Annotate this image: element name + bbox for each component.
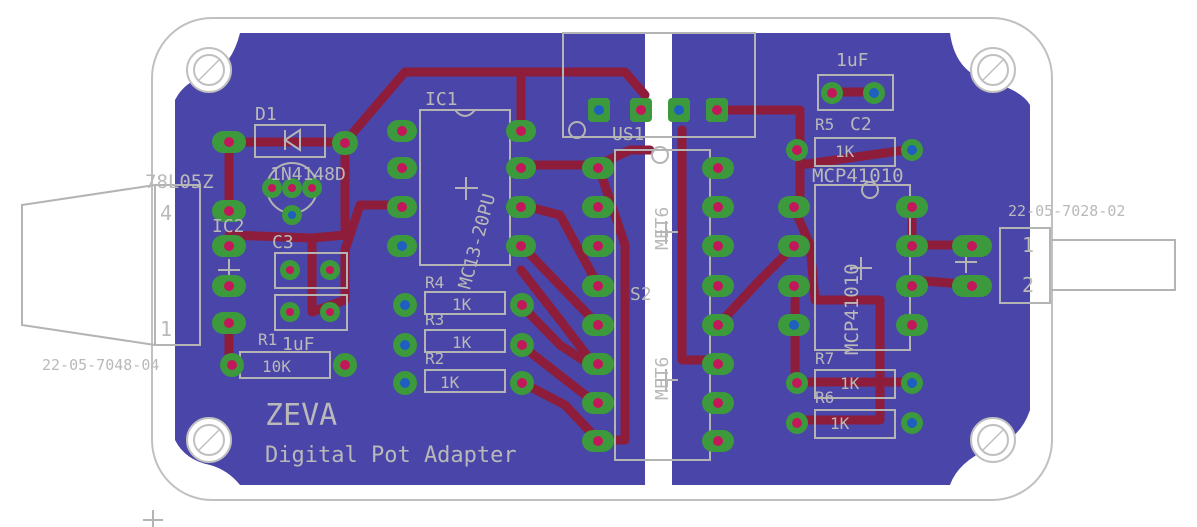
mounting-hole-top-right <box>970 47 1016 93</box>
label-r4-value: 1K <box>452 295 472 314</box>
label-r2: R2 <box>425 349 444 368</box>
label-mcp-a: MCP41010 <box>812 165 904 187</box>
label-connector-right-part: 22-05-7028-02 <box>1008 202 1125 220</box>
label-r6-value: 1K <box>830 414 850 433</box>
label-r1: R1 <box>258 330 277 349</box>
label-mcp-b: MCP41010 <box>841 263 863 355</box>
label-r7: R7 <box>815 349 834 368</box>
label-met6-b: MET6 <box>652 357 673 400</box>
label-us1: US1 <box>612 124 645 145</box>
mounting-hole-bottom-left <box>186 417 232 463</box>
label-r7-value: 1K <box>840 374 860 393</box>
mounting-hole-top-left <box>186 47 232 93</box>
label-connector-left-part: 22-05-7048-04 <box>42 356 159 374</box>
s2-pads-right <box>702 157 734 452</box>
label-met6-a: MET6 <box>652 207 673 250</box>
board-name: ZEVA <box>265 398 337 433</box>
label-r2-value: 1K <box>440 373 460 392</box>
label-r3: R3 <box>425 310 444 329</box>
label-c2-value: 1uF <box>836 50 869 71</box>
mcp-pads <box>778 196 928 336</box>
label-ic1: IC1 <box>425 89 458 110</box>
ic1-pads <box>387 120 536 257</box>
label-r5-value: 1K <box>835 142 855 161</box>
label-ic2: IC2 <box>212 216 245 237</box>
label-s2: S2 <box>630 284 652 305</box>
label-right-pin-2: 2 <box>1022 273 1034 297</box>
silkscreen <box>21 32 1176 527</box>
label-c3: C3 <box>272 232 294 253</box>
label-c-left-value: 1uF <box>282 334 315 355</box>
traces <box>224 67 980 445</box>
label-pin-1: 1 <box>160 317 172 341</box>
label-c2: C2 <box>850 114 872 135</box>
label-pin-4: 4 <box>160 201 172 225</box>
label-r4: R4 <box>425 273 444 292</box>
connector-left-pads <box>212 200 246 334</box>
label-right-pin-1: 1 <box>1022 233 1034 257</box>
label-r6: R6 <box>815 388 834 407</box>
label-r1-value: 10K <box>262 357 291 376</box>
label-d1-part: 1N4148D <box>270 164 346 185</box>
board-subtitle: Digital Pot Adapter <box>265 443 517 468</box>
label-d1: D1 <box>255 104 277 125</box>
copper-pour-right <box>672 33 1030 485</box>
mounting-hole-bottom-right <box>970 417 1016 463</box>
label-r3-value: 1K <box>452 333 472 352</box>
label-ic2-part: 78L05Z <box>145 171 214 193</box>
s2-pads-left <box>582 157 614 452</box>
pads <box>212 82 992 452</box>
label-r5: R5 <box>815 115 834 134</box>
